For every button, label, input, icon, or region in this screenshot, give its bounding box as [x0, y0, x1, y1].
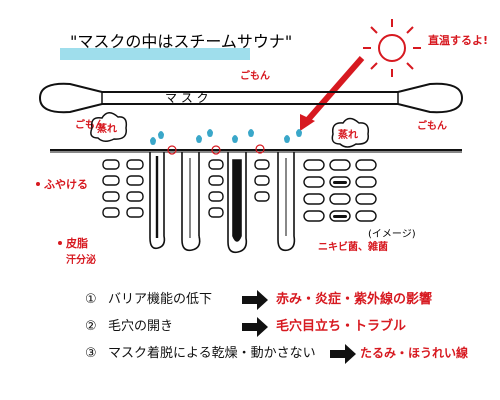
mask-right-label: ごもん	[417, 119, 447, 132]
steam-right-label: 蒸れ	[338, 128, 358, 141]
row-1-cause: バリア機能の低下	[108, 292, 212, 307]
row-1-number: ①	[85, 292, 97, 307]
skin-cells-right	[303, 159, 377, 222]
sebum-label: 皮脂	[65, 236, 88, 250]
mask-label: マ ス ク	[165, 91, 209, 105]
mask-left-top-label: ごもん	[240, 69, 270, 82]
pore-1	[149, 152, 166, 250]
swelling-marker	[36, 182, 40, 186]
row-3-effect: たるみ・ほうれい線	[360, 345, 468, 360]
bacteria-label: ニキビ菌、雑菌	[318, 240, 388, 253]
sun-label: 直温するよ!	[428, 33, 488, 47]
bacteria-markers	[167, 144, 265, 155]
pore-2	[181, 152, 201, 252]
steam-left-cloud	[90, 112, 128, 142]
swelling-label: ふやける	[44, 178, 88, 191]
sun-icon	[363, 19, 421, 77]
dark-bacteria-cells	[333, 181, 347, 218]
row-3-arrow-icon	[330, 344, 356, 364]
row-2-arrow-icon	[242, 317, 268, 337]
water-droplets	[150, 129, 302, 145]
pore-4	[277, 152, 296, 252]
skin-cells-left	[102, 159, 144, 218]
row-2-number: ②	[85, 319, 97, 334]
steam-left-label: 蒸れ	[97, 122, 117, 135]
row-1-effect: 赤み・炎症・紫外線の影響	[276, 291, 432, 307]
sun-arrow	[300, 56, 365, 131]
row-2-cause: 毛穴の開き	[108, 319, 173, 334]
consequence-row-1: ① バリア機能の低下 赤み・炎症・紫外線の影響	[85, 290, 432, 310]
skin-cells-middle	[208, 159, 270, 218]
row-3-cause: マスク着脱による乾燥・動かさない	[108, 345, 316, 361]
diagram-title: "マスクの中はスチームサウナ"	[70, 32, 292, 51]
steam-right-cloud	[331, 117, 370, 148]
sweat-label: 汗分泌	[66, 253, 96, 266]
row-2-effect: 毛穴目立ち・トラブル	[276, 318, 406, 334]
sebum-marker	[58, 241, 62, 245]
pore-3	[227, 152, 248, 254]
mask-shape	[38, 82, 464, 114]
row-1-arrow-icon	[242, 290, 268, 310]
image-note: (イメージ)	[368, 229, 416, 240]
consequence-row-3: ③ マスク着脱による乾燥・動かさない たるみ・ほうれい線	[85, 344, 468, 364]
title-highlight	[60, 48, 250, 60]
row-3-number: ③	[85, 346, 97, 361]
consequence-row-2: ② 毛穴の開き 毛穴目立ち・トラブル	[85, 317, 406, 337]
mask-left-label: ごもん	[75, 118, 105, 131]
